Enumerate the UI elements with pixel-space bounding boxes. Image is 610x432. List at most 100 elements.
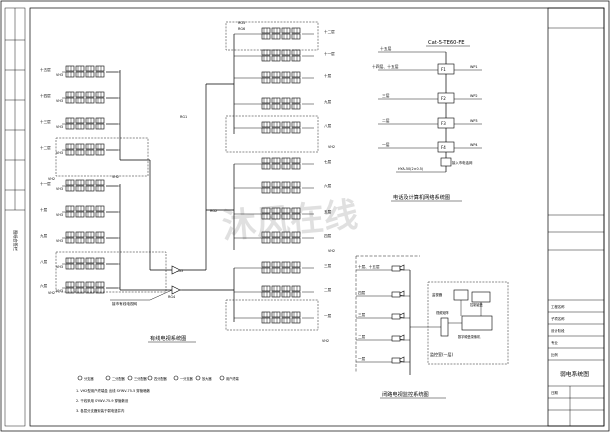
- riser-label: RG5: [176, 269, 183, 273]
- splitter-box: [95, 211, 105, 218]
- legend-symbol-icon: [195, 375, 201, 381]
- splitter-box: [281, 49, 291, 56]
- splitter-box: [75, 231, 85, 238]
- splitter-box: [291, 317, 301, 324]
- splitter-box: [271, 311, 281, 318]
- splitter-box: [281, 267, 291, 274]
- splitter-box: [271, 267, 281, 274]
- legend-item-label: 三分配器: [134, 376, 148, 381]
- splitter-box: [271, 27, 281, 34]
- tap-group: 十二层: [258, 27, 335, 40]
- title-block-field-label: 工程名称: [551, 304, 565, 309]
- left-signature-strip: 图纸会签栏: [4, 7, 26, 427]
- splitter-box: [261, 311, 271, 318]
- floor-label: 七层: [324, 159, 332, 164]
- camera-icon: [391, 335, 401, 342]
- camera-icon: [391, 357, 401, 364]
- splitter-box: [65, 117, 75, 124]
- splitter-box: [291, 55, 301, 62]
- splitter-box: [281, 127, 291, 134]
- floor-label: 十四层: [40, 93, 51, 98]
- tap-group: 九层: [258, 97, 332, 110]
- splitter-box: [281, 27, 291, 34]
- splitter-box: [85, 211, 95, 218]
- tap-group: 七层: [258, 157, 332, 170]
- legend-note: 3. 各层分支器安装于弱电竖井内: [76, 408, 125, 413]
- splitter-box: [281, 237, 291, 244]
- telephone-floor-row: F4 WP4 一层: [378, 141, 482, 153]
- legend-symbol-icon: [147, 375, 153, 381]
- splitter-box: [85, 149, 95, 156]
- splitter-box: [65, 143, 75, 150]
- splitter-box: [271, 127, 281, 134]
- splitter-box: [65, 205, 75, 212]
- splitter-box: [75, 91, 85, 98]
- monitor-box: [453, 289, 469, 301]
- distribution-box-label: F4: [441, 145, 446, 150]
- splitter-box: [261, 49, 271, 56]
- splitter-box: [95, 257, 105, 264]
- splitter-box: [291, 163, 301, 170]
- splitter-box: [65, 179, 75, 186]
- cctv-floor-label: 十层、十五层: [358, 264, 380, 269]
- floor-label: 十二层: [40, 145, 51, 150]
- main-distribution-frame: [440, 157, 452, 167]
- splitter-box: [271, 71, 281, 78]
- splitter-box: [261, 213, 271, 220]
- vh3-label: VH3: [56, 99, 63, 103]
- splitter-box: [271, 231, 281, 238]
- splitter-box: [65, 237, 75, 244]
- legend-symbol-icon: [105, 375, 111, 381]
- tap-group: 十一层: [258, 49, 335, 62]
- splitter-box: [281, 55, 291, 62]
- riser-label: RG2: [210, 209, 217, 213]
- floor-label: 九层: [40, 233, 48, 238]
- splitter-box: [95, 123, 105, 130]
- splitter-box: [261, 27, 271, 34]
- floor-label: 十五层: [40, 67, 51, 72]
- vh3-label: VH3: [56, 265, 63, 269]
- splitter-box: [271, 103, 281, 110]
- distribution-box-label: F2: [441, 96, 446, 101]
- riser-label: RG1: [180, 115, 187, 119]
- splitter-box: [271, 55, 281, 62]
- splitter-box: [291, 49, 301, 56]
- video-matrix-label: 视频矩阵: [436, 310, 450, 315]
- vh3-label: VH3: [56, 125, 63, 129]
- floor-label: 八层: [324, 123, 332, 128]
- splitter-box: [75, 263, 85, 270]
- vh3-label: VH3: [56, 187, 63, 191]
- cctv-floor-row: 三层: [356, 312, 410, 320]
- telephone-floor-label: 十五层: [380, 46, 392, 51]
- floor-label: 五层: [324, 209, 332, 214]
- telephone-header: Cat-5-TE60-FE: [428, 40, 465, 46]
- legend-note: 1. VH2型用户终端盒 出线 SYWV-75-5 穿管暗敷: [76, 388, 150, 393]
- tap-group: 六层: [258, 181, 332, 194]
- splitter-box: [281, 121, 291, 128]
- splitter-box: [291, 121, 301, 128]
- splitter-box: [65, 211, 75, 218]
- splitter-box: [271, 97, 281, 104]
- tap-group: 三层: [258, 261, 332, 274]
- splitter-box: [95, 263, 105, 270]
- tap-group: 九层 VH3: [40, 231, 118, 244]
- legend-row: 分支器二分配器三分配器四分配器一分支器放大器用户终端1. VH2型用户终端盒 出…: [76, 375, 240, 413]
- splitter-box: [261, 103, 271, 110]
- splitter-box: [281, 181, 291, 188]
- floor-label: 六层: [324, 183, 332, 188]
- cctv-floor-row: 二层: [356, 334, 410, 342]
- splitter-box: [291, 33, 301, 40]
- legend-symbol-icon: [77, 375, 83, 381]
- splitter-box: [271, 285, 281, 292]
- vh3-label: VH3: [56, 151, 63, 155]
- splitter-box: [75, 65, 85, 72]
- splitter-box: [261, 163, 271, 170]
- vh3-label: VH3: [56, 239, 63, 243]
- vh2-label: VH2: [48, 291, 55, 295]
- splitter-box: [65, 123, 75, 130]
- tap-group: 十层: [258, 71, 332, 84]
- splitter-box: [75, 179, 85, 186]
- floor-label: 十三层: [40, 119, 51, 124]
- splitter-box: [261, 231, 271, 238]
- splitter-box: [85, 117, 95, 124]
